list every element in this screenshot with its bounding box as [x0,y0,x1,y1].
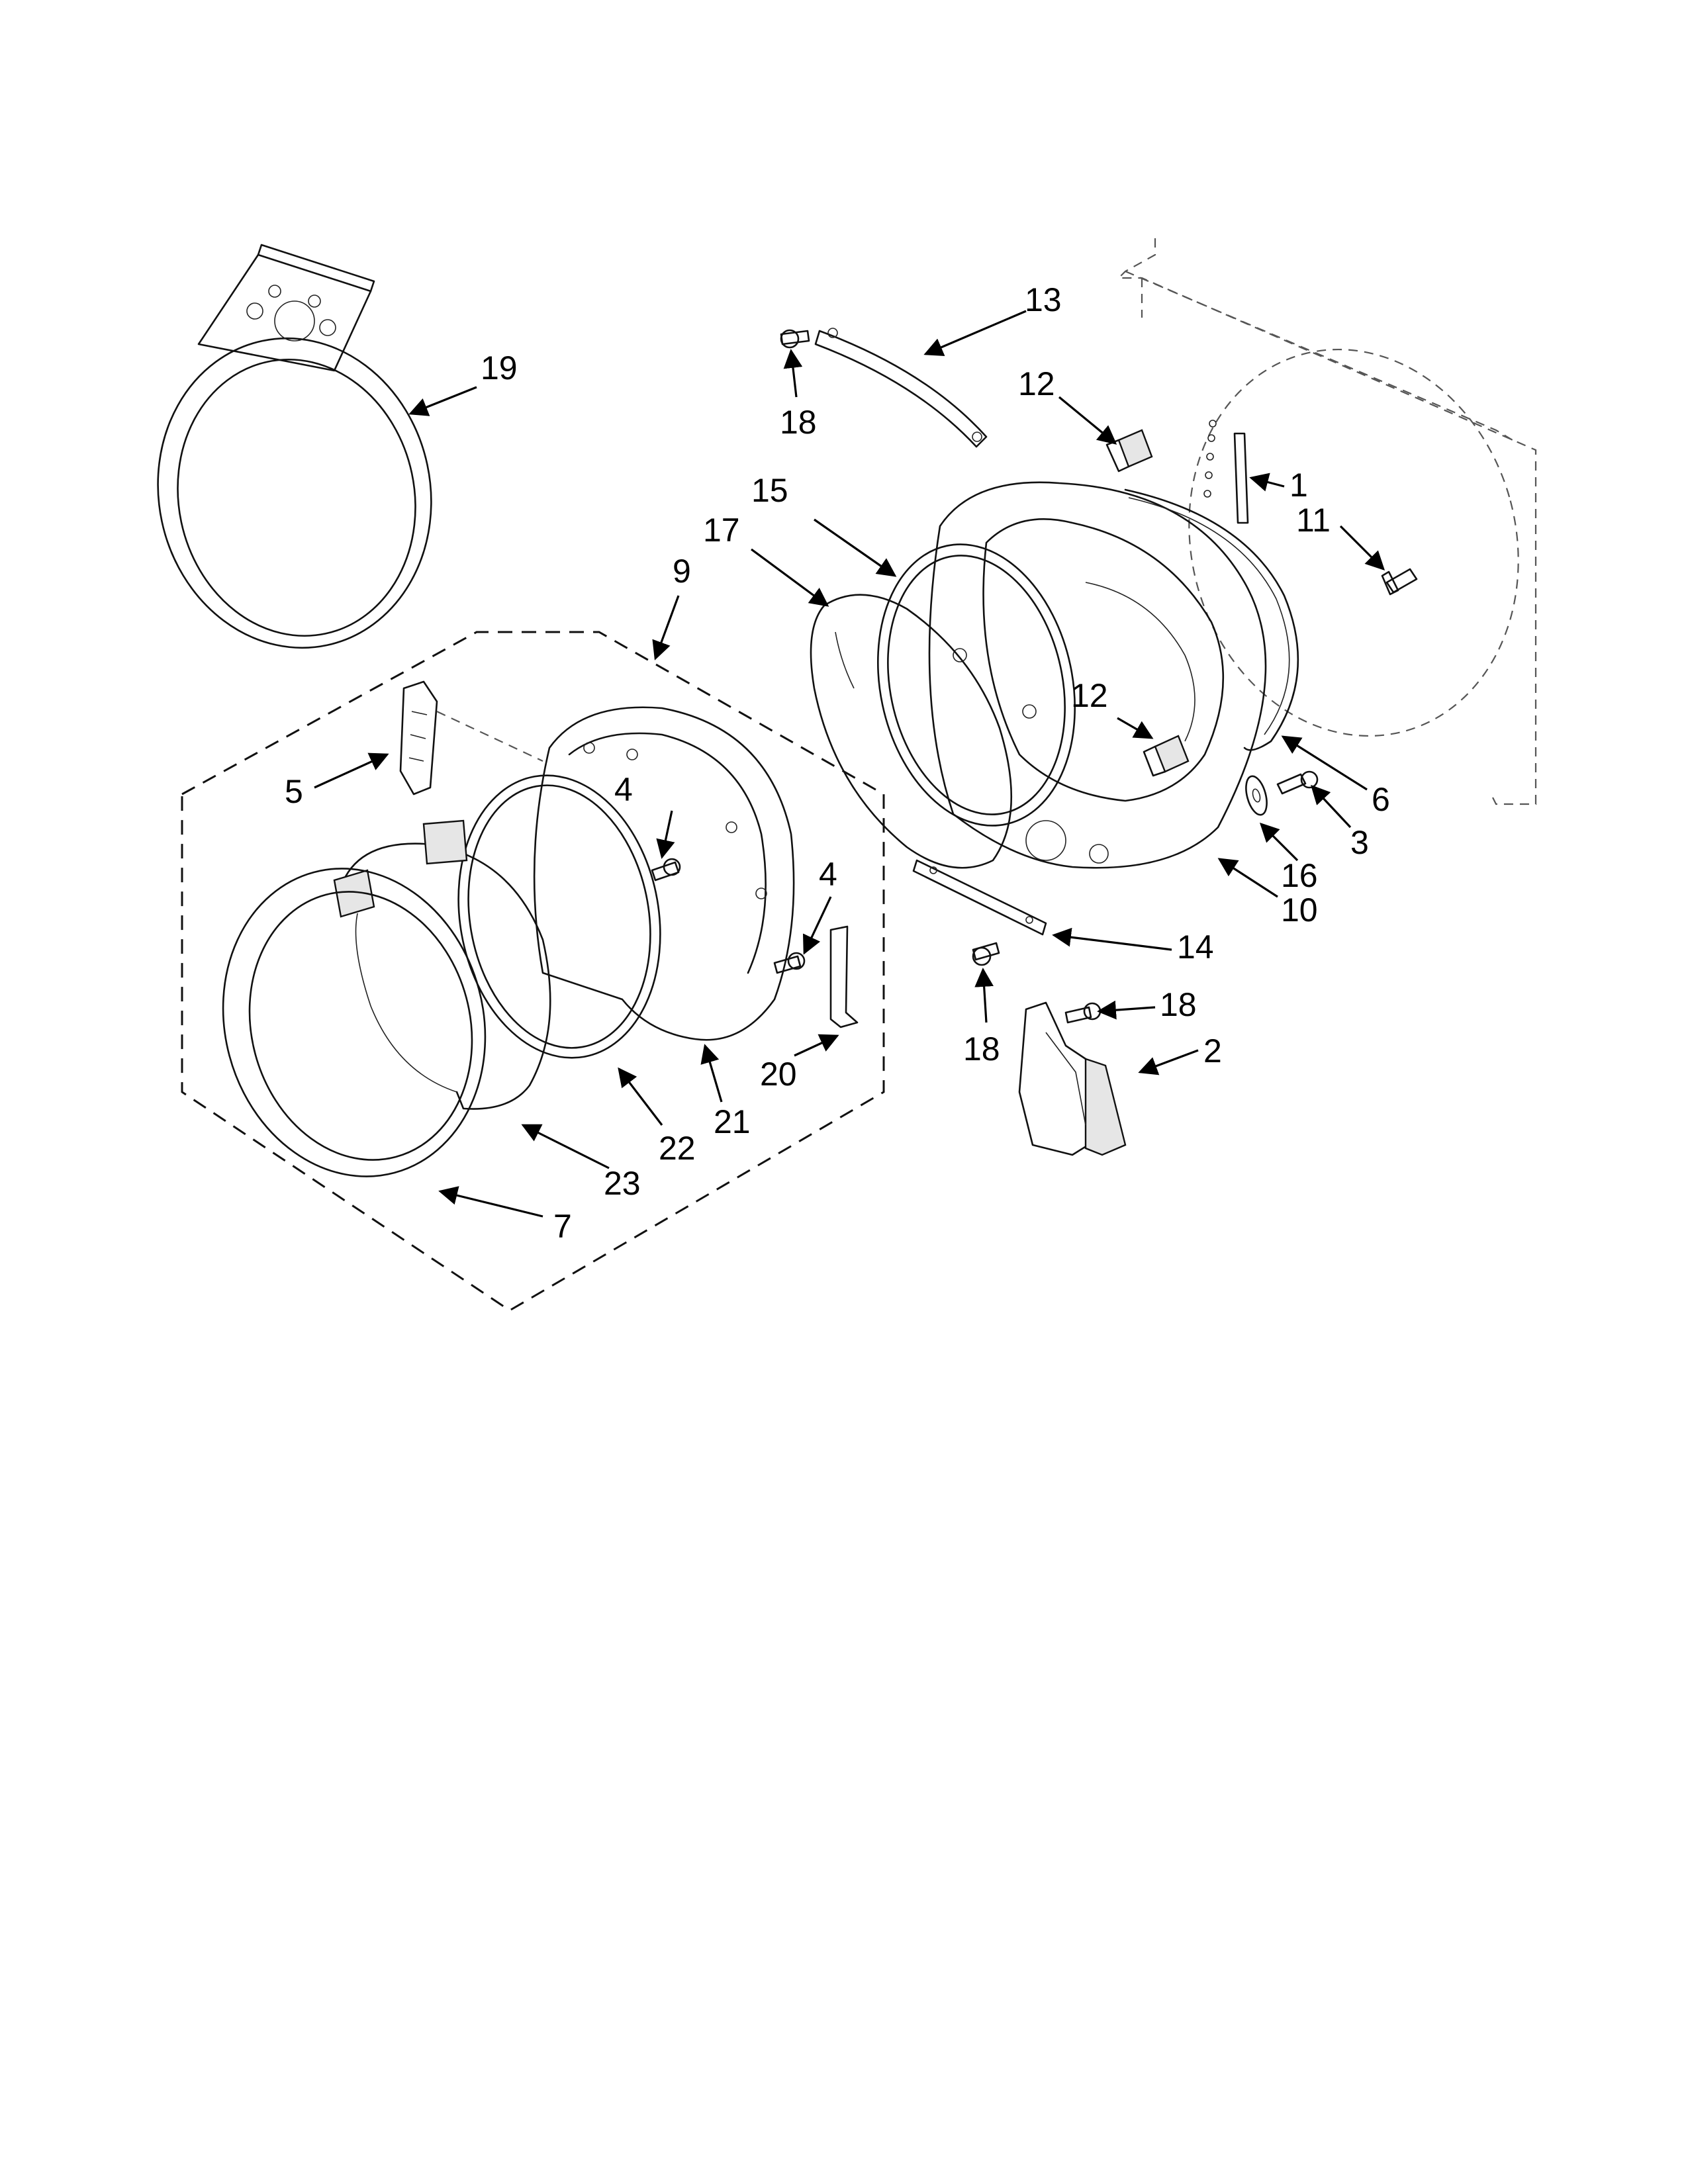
callout-18c: 18 [1160,986,1197,1023]
part-17-glass [810,594,1013,869]
part-18-screw-handle [1064,1002,1102,1024]
callout-3: 3 [1350,824,1369,861]
callout-2: 2 [1203,1032,1222,1069]
callout-12b: 12 [1071,677,1108,714]
part-16-washer [1245,775,1268,816]
callout-13: 13 [1025,281,1062,318]
part-18-screw-plate [972,942,1000,966]
callout-6: 6 [1372,781,1390,818]
part-15-gasket [876,543,1076,827]
part-18-screw-top [780,329,810,349]
part-22-ring [457,774,661,1059]
part-2-handle [1018,1001,1127,1156]
part-11-screw [1381,568,1418,596]
callout-5: 5 [285,773,303,810]
part-19-bulkhead-ring [157,244,432,649]
callout-15: 15 [751,472,788,509]
part-4-screw-inner [651,858,681,882]
callout-7: 7 [553,1208,572,1245]
part-6-door-seal [1124,488,1299,751]
callout-labels: 1 2 3 4 4 5 6 7 9 10 11 12 12 13 14 15 1… [285,281,1390,1245]
callout-10: 10 [1281,891,1318,929]
part-3-screw [1276,770,1319,795]
callout-22: 22 [659,1130,696,1167]
callout-17: 17 [703,512,740,549]
callout-4b: 4 [819,856,837,893]
part-23-trim [333,819,551,1110]
callout-23: 23 [604,1165,641,1202]
cabinet-front-outline [1117,238,1537,805]
callout-18a: 18 [780,404,817,441]
part-13-hinge-bar [814,328,988,448]
part-4-screw-right [773,952,806,974]
part-20-clip [829,925,859,1028]
callout-12a: 12 [1018,365,1055,402]
callout-18b: 18 [963,1030,1000,1068]
callout-9: 9 [673,553,691,590]
callout-19: 19 [481,349,518,387]
part-12-strike-middle [1143,735,1190,777]
part-1-strike [1203,420,1249,524]
callout-20: 20 [760,1056,797,1093]
leader-lines [314,310,1385,1218]
part-7-outer-trim [222,868,487,1177]
callout-14: 14 [1177,929,1214,966]
assembly-9-outline [181,631,885,1312]
callout-11: 11 [1296,502,1331,539]
part-10-door-inner [928,481,1267,869]
part-21-door-shell [533,706,795,1041]
part-12-strike-top [1105,429,1153,473]
callout-1: 1 [1289,467,1308,504]
part-14-plate [912,859,1047,936]
callout-4a: 4 [614,771,633,808]
callout-21: 21 [714,1103,751,1140]
part-5-hinge [399,680,543,796]
callout-16: 16 [1281,857,1318,894]
